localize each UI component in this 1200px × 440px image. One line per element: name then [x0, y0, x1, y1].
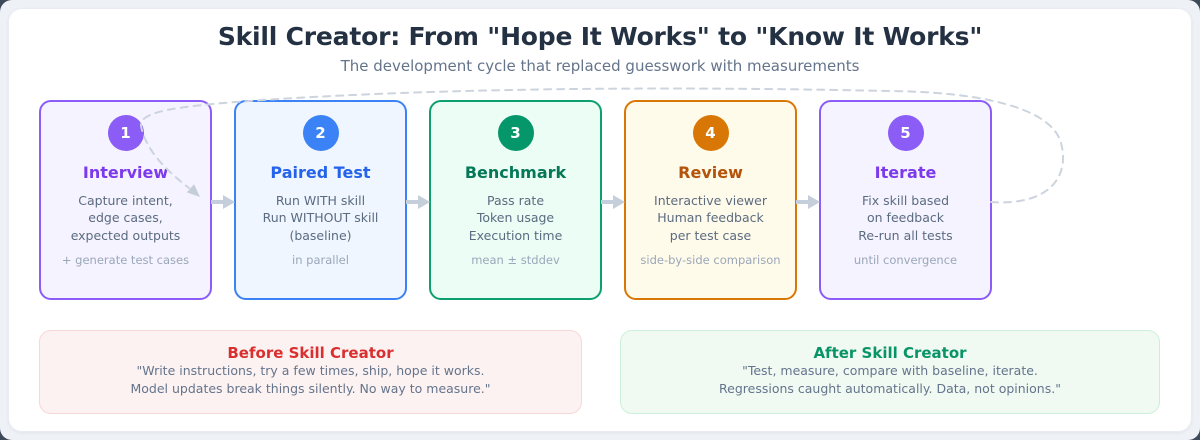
flow-right-arrow-icon — [405, 195, 430, 209]
flow-right-arrow-icon — [795, 195, 820, 209]
before-box-line: "Write instructions, try a few times, sh… — [136, 363, 485, 378]
step-number-badge: 3 — [497, 115, 534, 151]
page-title: Skill Creator: From "Hope It Works" to "… — [217, 22, 983, 51]
step-number-badge: 1 — [107, 115, 144, 151]
page-subtitle: The development cycle that replaced gues… — [340, 57, 860, 75]
step-footer: mean ± stddev — [471, 252, 560, 267]
step-footer: side-by-side comparison — [640, 252, 781, 267]
after-skill-creator-box: After Skill Creator "Test, measure, comp… — [620, 330, 1160, 414]
before-box-title: Before Skill Creator — [227, 344, 394, 362]
after-box-title: After Skill Creator — [813, 344, 967, 362]
step-number-badge: 2 — [302, 115, 339, 151]
after-box-line: "Test, measure, compare with baseline, i… — [742, 363, 1038, 378]
step-title: Review — [678, 163, 743, 182]
step-number-badge: 4 — [692, 115, 729, 151]
flow-right-arrow-icon — [210, 195, 235, 209]
step-footer: until convergence — [853, 252, 958, 267]
after-box-line: Regressions caught automatically. Data, … — [719, 381, 1061, 397]
step-number-badge: 5 — [887, 115, 924, 151]
step-footer: in parallel — [292, 252, 349, 267]
flow-right-arrow-icon — [600, 195, 625, 209]
step-body: Capture intent,edge cases,expected outpu… — [70, 193, 181, 243]
step-title: Paired Test — [270, 163, 371, 182]
step-card-interview: 1 Interview Capture intent,edge cases,ex… — [39, 100, 212, 300]
step-title: Benchmark — [464, 163, 567, 182]
before-box-line: Model updates break things silently. No … — [130, 381, 491, 397]
step-title: Interview — [82, 163, 169, 182]
step-title: Iterate — [874, 163, 937, 182]
step-footer: + generate test cases — [61, 252, 190, 267]
before-skill-creator-box: Before Skill Creator "Write instructions… — [39, 330, 582, 414]
